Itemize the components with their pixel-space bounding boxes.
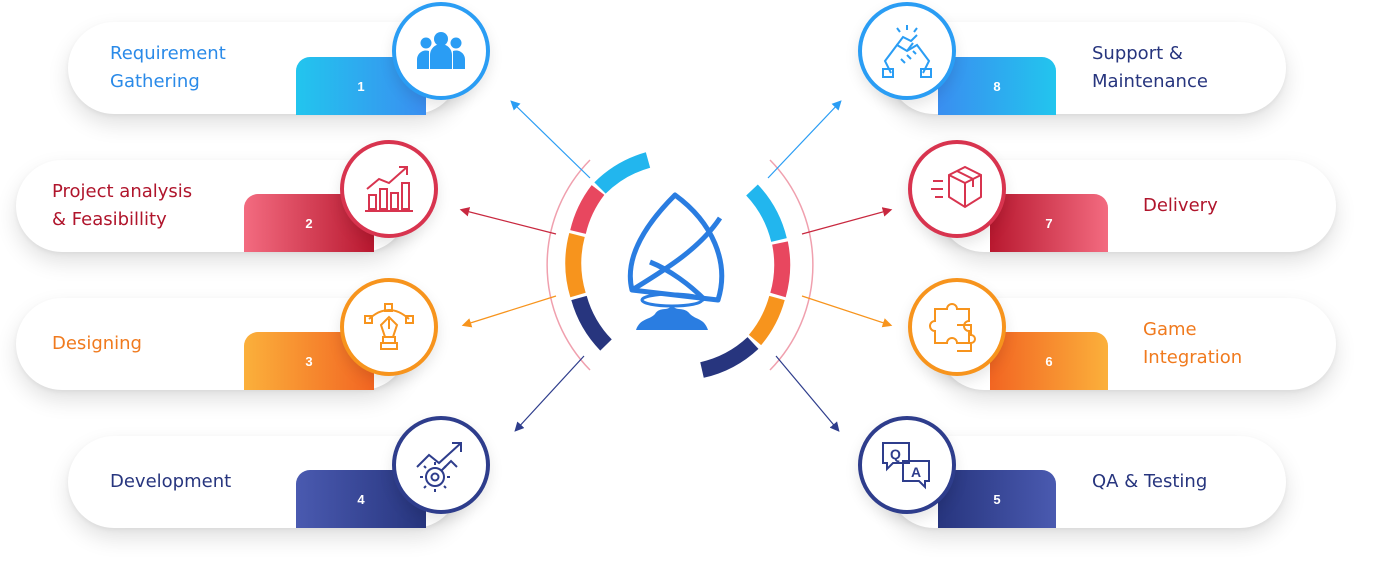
- step-number-tab: 8: [938, 57, 1056, 115]
- connector-8: [767, 100, 842, 179]
- connector-7: [801, 207, 893, 235]
- growth-chart-icon: [365, 166, 413, 212]
- step-number: 2: [305, 215, 313, 231]
- ring-segment-right-2: [770, 241, 791, 298]
- connector-3: [461, 295, 557, 328]
- svg-text:A: A: [911, 464, 921, 480]
- step-number: 7: [1045, 215, 1053, 231]
- step-icon-circle: [908, 140, 1006, 238]
- brand-logo: [627, 192, 725, 303]
- step-label: Project analysis & Feasibillity: [52, 181, 193, 230]
- step-icon-circle: [908, 278, 1006, 376]
- logo-splash: [636, 292, 708, 330]
- step-number-tab: 6: [990, 332, 1108, 390]
- step-label: Requirement Gathering: [110, 43, 226, 92]
- ring-segment-left-2: [570, 185, 605, 235]
- qa-chat-icon: QA: [882, 442, 930, 490]
- connector-1: [510, 100, 591, 179]
- connector-2: [459, 207, 557, 235]
- connector-5: [775, 355, 840, 432]
- step-number-tab: 7: [990, 194, 1108, 252]
- puzzle-icon: [929, 303, 976, 352]
- step-icon-circle: [340, 278, 438, 376]
- ring-segment-left-1: [594, 152, 651, 194]
- step-icon-circle: [340, 140, 438, 238]
- step-number: 1: [357, 78, 365, 94]
- step-icon-circle: [392, 416, 490, 514]
- svg-text:Q: Q: [890, 446, 901, 462]
- handshake-icon: [882, 25, 932, 78]
- outer-arc-right: [769, 159, 814, 371]
- step-number: 6: [1045, 353, 1053, 369]
- ring-segment-left-4: [571, 295, 612, 351]
- ring-segment-right-3: [748, 295, 785, 346]
- team-icon: [417, 32, 465, 69]
- gear-growth-icon: [416, 442, 462, 492]
- step-label: Game Integration: [1143, 319, 1243, 368]
- outer-arc-left: [546, 159, 591, 371]
- ring-segment-left-3: [565, 232, 586, 298]
- step-label: Delivery: [1143, 195, 1218, 216]
- delivery-box-icon: [931, 165, 982, 209]
- ring-segment-right-1: [746, 184, 787, 243]
- step-number: 5: [993, 491, 1001, 507]
- pen-tool-icon: [364, 303, 414, 350]
- step-icon-circle: [858, 2, 956, 100]
- step-label: Support & Maintenance: [1092, 43, 1208, 92]
- ring-segment-right-4: [700, 336, 759, 378]
- step-number: 4: [357, 491, 365, 507]
- connector-4: [514, 355, 585, 432]
- step-number: 8: [993, 78, 1001, 94]
- step-label: Development: [110, 471, 232, 492]
- step-number-tab: 5: [938, 470, 1056, 528]
- step-number: 3: [305, 353, 313, 369]
- step-label: Designing: [52, 333, 142, 354]
- connector-6: [801, 295, 893, 328]
- step-label: QA & Testing: [1092, 471, 1208, 492]
- step-icon-circle: [392, 2, 490, 100]
